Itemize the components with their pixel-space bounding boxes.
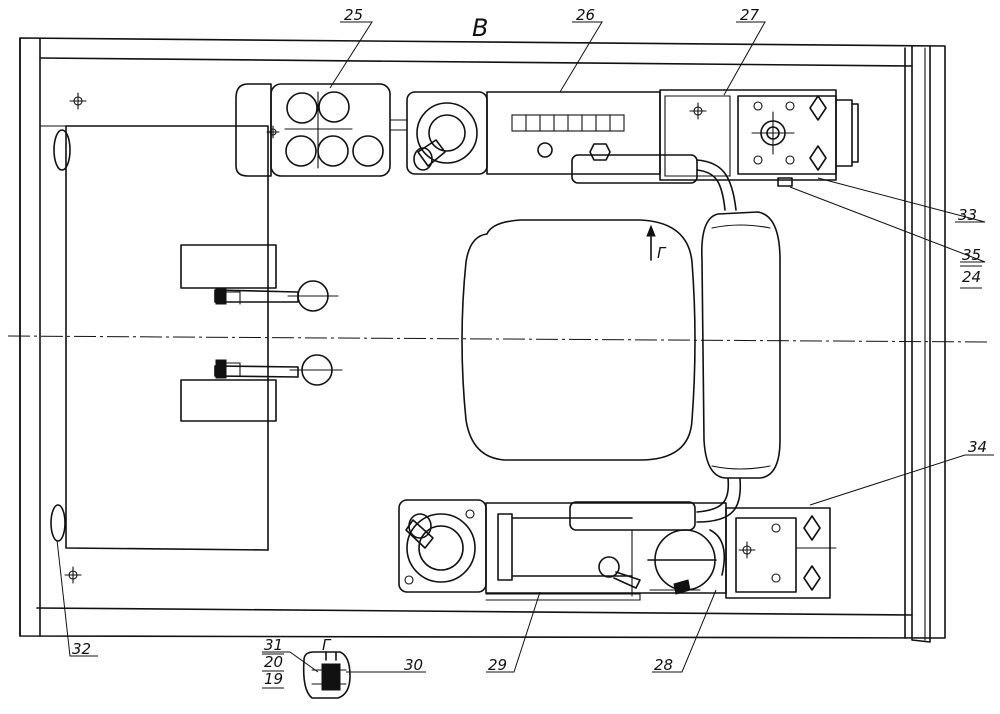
part-28-handle-block: [647, 529, 726, 595]
label-24: 24: [962, 268, 981, 286]
view-label-b: В: [472, 14, 488, 42]
label-28: 28: [654, 656, 673, 674]
marker-cross-top: [69, 92, 87, 110]
leader-lines: [56, 21, 994, 673]
label-33: 33: [958, 206, 977, 224]
labels: В 25 26 27 33 35 24 34 32 29 28 31 20 19…: [72, 6, 987, 688]
hole-left-lower: [50, 504, 66, 542]
label-view-g-detail: Г: [322, 636, 332, 654]
marker-cross-right-top: [266, 125, 280, 139]
part-34-valve-block: [725, 507, 837, 599]
label-30: 30: [404, 656, 423, 674]
floor-panel: [39, 92, 280, 584]
operator-seat: [461, 211, 781, 479]
hose-upper-b: [696, 169, 726, 211]
label-view-g-arrow: Г: [657, 244, 667, 262]
pedal-upper: [180, 244, 339, 312]
label-35: 35: [962, 246, 981, 264]
label-19: 19: [264, 670, 283, 688]
label-32: 32: [72, 640, 91, 658]
part-27-valve-block: [659, 89, 859, 187]
label-25: 25: [344, 6, 363, 24]
label-29: 29: [488, 656, 507, 674]
part-26-control-console: [389, 91, 698, 184]
center-line: [7, 335, 991, 343]
label-31: 31: [264, 636, 283, 654]
hole-left-upper: [53, 129, 71, 171]
hose-lower-b: [696, 477, 742, 523]
pedal-lower: [180, 354, 343, 422]
part-25-button-block: [235, 83, 391, 177]
ref-stack-rules-left: [262, 653, 284, 689]
hose-lower-a: [696, 477, 730, 513]
label-26: 26: [576, 6, 595, 24]
label-20: 20: [264, 653, 283, 671]
base-frame: [19, 37, 946, 643]
label-27: 27: [740, 6, 760, 24]
marker-cross-bottom: [64, 566, 82, 584]
ref-stack-rules-right: [960, 265, 982, 289]
label-34: 34: [968, 438, 987, 456]
view-detail: [302, 651, 351, 699]
hose-upper-a: [696, 159, 737, 211]
